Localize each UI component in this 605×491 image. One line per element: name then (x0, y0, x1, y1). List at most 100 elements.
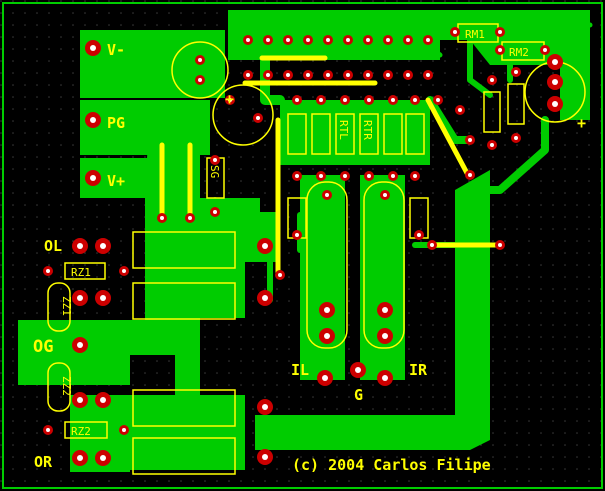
label-copyright: (c) 2004 Carlos Filipe (292, 456, 491, 474)
copper-power-column (145, 100, 260, 225)
copper-or-output (130, 395, 245, 470)
pad-small-hole (266, 38, 270, 42)
pad-small-hole (366, 38, 370, 42)
pad-large-hole (382, 375, 388, 381)
pad-small-hole (326, 73, 330, 77)
pad-small-hole (319, 98, 323, 102)
copper-ir-column (360, 175, 405, 380)
copper-top-right (470, 10, 590, 120)
resistor-bank-rtl (335, 113, 355, 155)
pad-small-hole (306, 73, 310, 77)
transistor-ir-outline (363, 181, 405, 349)
copper-og-pour (18, 320, 200, 385)
pad-small-hole (122, 428, 126, 432)
pad-small-hole (246, 73, 250, 77)
label-g: G (354, 386, 363, 404)
pad-small-hole (498, 48, 502, 52)
pad-small-hole (346, 38, 350, 42)
pad-small-hole (188, 216, 192, 220)
capacitor-outline-top (171, 41, 229, 99)
trace-13 (347, 37, 443, 58)
pad-large-hole (77, 455, 83, 461)
pad-small-hole (406, 73, 410, 77)
trace-3 (486, 116, 549, 194)
pad-small-hole (343, 174, 347, 178)
pad-small-hole (490, 78, 494, 82)
jumper-layer (159, 55, 503, 278)
pad-small-hole (514, 70, 518, 74)
resistor-vert-1 (483, 91, 501, 133)
relay-outline-4 (132, 437, 236, 475)
pad-large-hole (100, 397, 106, 403)
resistor-vert-2 (507, 83, 525, 125)
pad-small-hole (514, 136, 518, 140)
pad-small-hole (367, 174, 371, 178)
pad-small-hole (295, 98, 299, 102)
pad-small-hole (198, 58, 202, 62)
pad-small-hole (430, 243, 434, 247)
label-zz2: ZZ2 (60, 376, 73, 396)
pad-large-hole (77, 397, 83, 403)
pad-large-hole (100, 295, 106, 301)
pad-small-hole (295, 174, 299, 178)
pad-small-hole (498, 30, 502, 34)
pad-small-hole (46, 428, 50, 432)
pad-small-hole (453, 30, 457, 34)
pad-small-hole (498, 243, 502, 247)
pad-small-hole (417, 233, 421, 237)
copper-ground-return (255, 170, 490, 450)
pad-small-hole (468, 138, 472, 142)
relay-outline-3 (132, 389, 236, 427)
pad-large-hole (262, 404, 268, 410)
pad-small-hole (543, 48, 547, 52)
label-og: OG (33, 337, 53, 357)
label-zz1: ZZ1 (60, 296, 73, 316)
label-pg: PG (107, 114, 125, 132)
pad-small-hole (436, 98, 440, 102)
resistor-rz2-outline (64, 421, 108, 439)
label-ol: OL (44, 237, 62, 255)
pad-small-hole (391, 98, 395, 102)
pad-small-hole (406, 38, 410, 42)
pad-small-hole (346, 73, 350, 77)
diode-zz2-outline (47, 362, 71, 412)
pad-small-hole (490, 143, 494, 147)
pad-small-hole (160, 216, 164, 220)
silkscreen-layer (47, 23, 586, 475)
pad-small-hole (278, 273, 282, 277)
pad-small-hole (391, 174, 395, 178)
pad-small-hole (413, 174, 417, 178)
pad-large-hole (382, 307, 388, 313)
label-rz2: RZ2 (71, 425, 91, 438)
pad-small-hole (213, 210, 217, 214)
pad-small-hole (383, 193, 387, 197)
copper-vminus-pad (80, 30, 225, 98)
relay-outline-1 (132, 231, 236, 269)
pad-small-hole (213, 158, 217, 162)
label-v-minus: V- (107, 41, 125, 59)
pad-small-hole (46, 269, 50, 273)
diode-zz1-outline (47, 282, 71, 332)
label-il: IL (291, 361, 309, 379)
pad-small-hole (306, 38, 310, 42)
label-v-plus: V+ (107, 172, 125, 190)
pad-large-hole (77, 342, 83, 348)
pad-large-hole (90, 175, 96, 181)
resistor-bank-6 (405, 113, 425, 155)
resistor-bank-2 (311, 113, 331, 155)
pad-small-hole (386, 38, 390, 42)
pad-small-hole (413, 98, 417, 102)
label-rm1: RM1 (465, 28, 485, 41)
copper-center-block (280, 100, 430, 165)
pad-large-hole (324, 307, 330, 313)
copper-top-strip (228, 10, 470, 60)
trace-4 (467, 32, 493, 98)
pad-small-hole (246, 38, 250, 42)
copper-layer (18, 10, 590, 472)
pad-small-hole (426, 73, 430, 77)
pad-layer (43, 27, 563, 466)
pad-small-hole (343, 98, 347, 102)
resistor-bank-1 (287, 113, 307, 155)
